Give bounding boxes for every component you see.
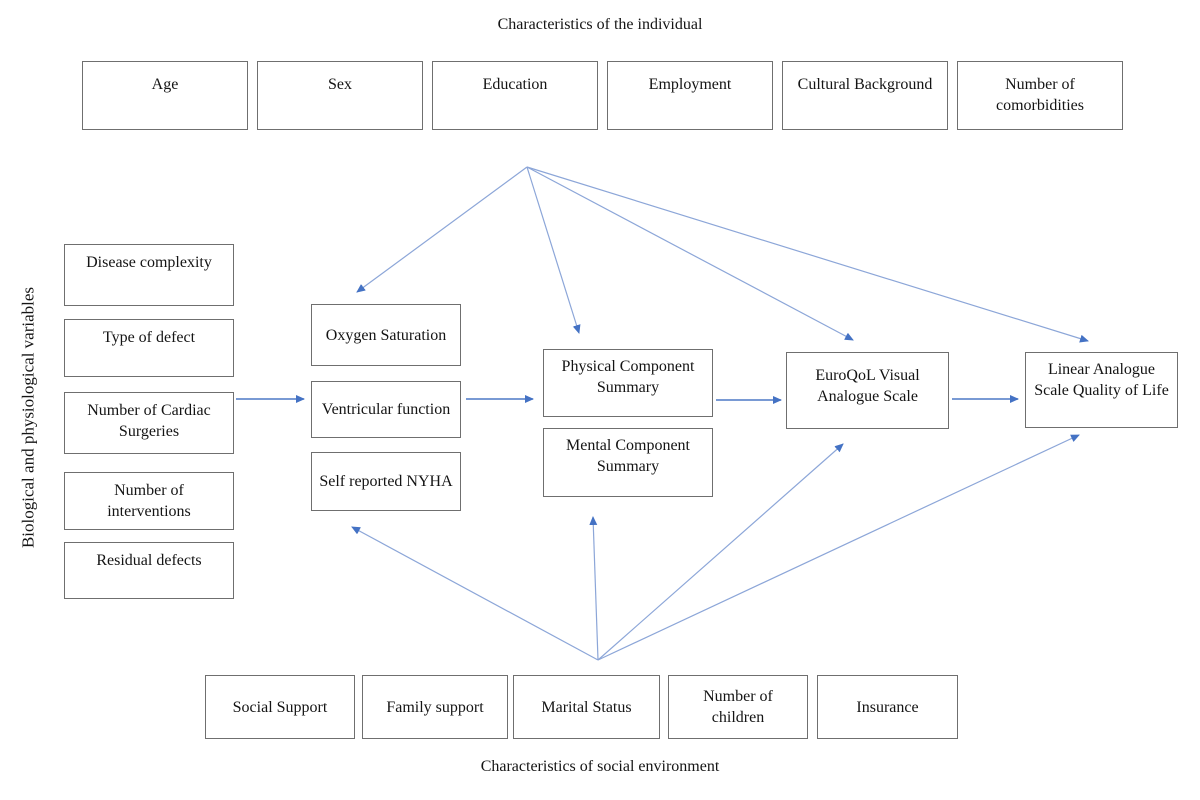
arrow-individual-to-physical-component-summary xyxy=(526,166,581,334)
arrow-individual-to-oxygen-saturation xyxy=(356,166,528,293)
arrow-individual-to-euroqol xyxy=(526,166,854,341)
box-self-reported-nyha: Self reported NYHA xyxy=(311,452,461,511)
biological-group-title: Biological and physiological variables xyxy=(18,286,38,549)
box-family-support: Family support xyxy=(362,675,508,739)
social-group-title: Characteristics of social environment xyxy=(480,758,720,775)
box-number-of-children: Number of children xyxy=(668,675,808,739)
box-age: Age xyxy=(82,61,248,130)
box-euroqol-visual-analogue-scale: EuroQoL Visual Analogue Scale xyxy=(786,352,949,429)
box-physical-component-summary: Physical Component Summary xyxy=(543,349,713,417)
individual-group-title: Characteristics of the individual xyxy=(497,16,703,33)
box-mental-component-summary: Mental Component Summary xyxy=(543,428,713,497)
arrow-social-to-mental-component-summary xyxy=(589,516,599,661)
box-cultural-background: Cultural Background xyxy=(782,61,948,130)
arrow-social-to-self-reported-nyha xyxy=(351,526,599,661)
box-type-of-defect: Type of defect xyxy=(64,319,234,377)
box-ventricular-function: Ventricular function xyxy=(311,381,461,438)
box-insurance: Insurance xyxy=(817,675,958,739)
box-number-of-interventions: Number of interventions xyxy=(64,472,234,530)
arrow-individual-to-linear-analogue-scale xyxy=(526,166,1089,343)
box-number-of-comorbidities: Number of comorbidities xyxy=(957,61,1123,130)
box-oxygen-saturation: Oxygen Saturation xyxy=(311,304,461,366)
box-employment: Employment xyxy=(607,61,773,130)
box-social-support: Social Support xyxy=(205,675,355,739)
box-education: Education xyxy=(432,61,598,130)
box-number-of-cardiac-surgeries: Number of Cardiac Surgeries xyxy=(64,392,234,454)
box-linear-analogue-scale-quality-of-life: Linear Analogue Scale Quality of Life xyxy=(1025,352,1178,428)
box-disease-complexity: Disease complexity xyxy=(64,244,234,306)
box-marital-status: Marital Status xyxy=(513,675,660,739)
box-residual-defects: Residual defects xyxy=(64,542,234,599)
box-sex: Sex xyxy=(257,61,423,130)
